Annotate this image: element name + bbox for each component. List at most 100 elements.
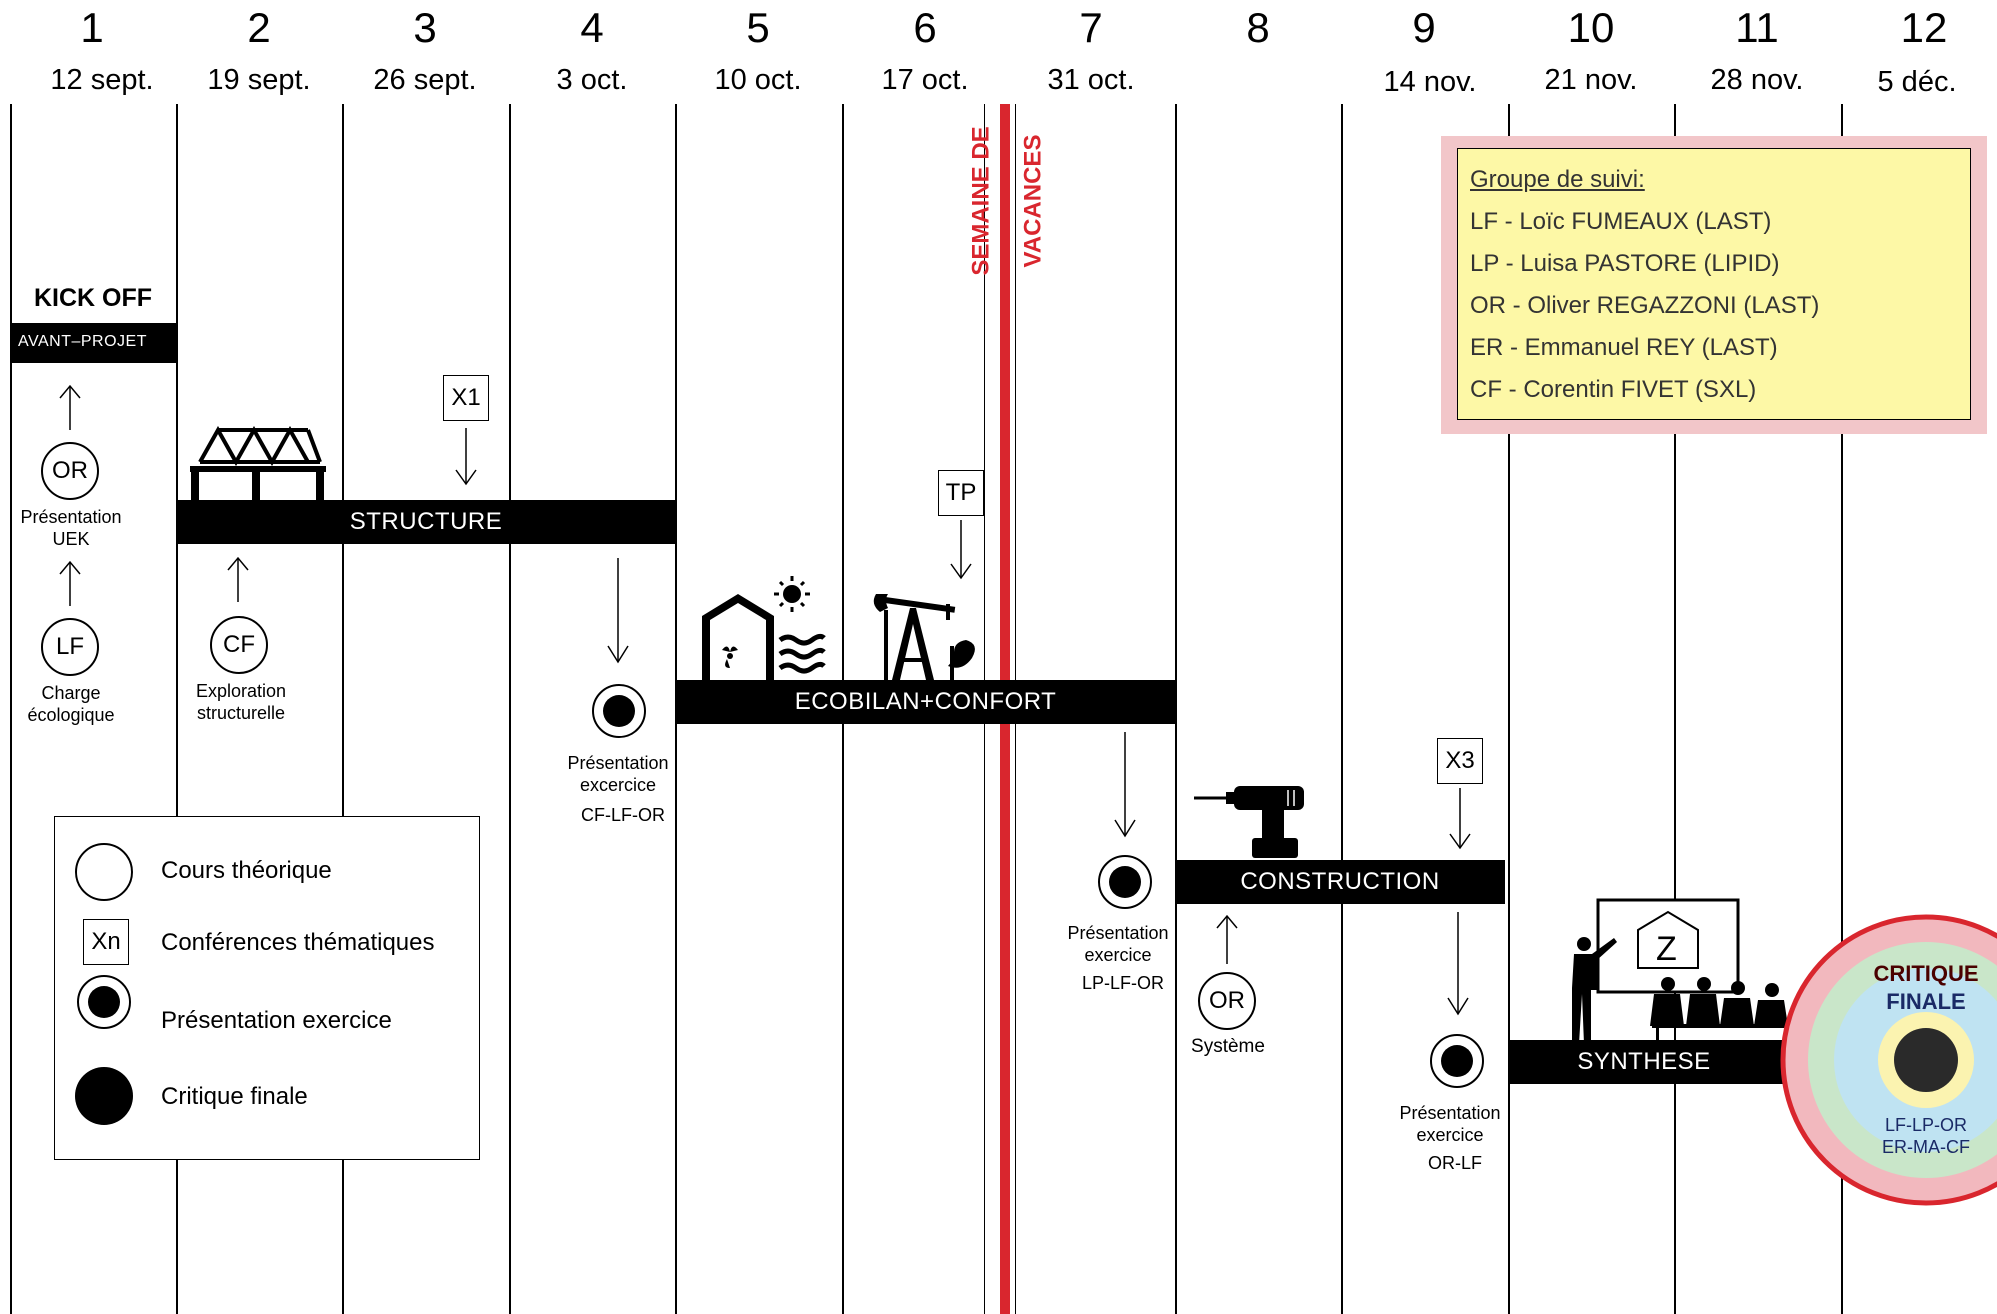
- suivi-member: LP - Luisa PASTORE (LIPID): [1470, 250, 1780, 277]
- down-arrow-icon: [950, 520, 972, 580]
- suivi-panel: Groupe de suivi: LF - Loïc FUMEAUX (LAST…: [1457, 148, 1971, 420]
- week-date: 19 sept.: [207, 64, 311, 96]
- column-line: [10, 104, 12, 1314]
- week-number: 11: [1735, 4, 1779, 51]
- down-arrow-icon: [455, 428, 477, 486]
- svg-text:Z: Z: [1656, 930, 1677, 968]
- week-date: 17 oct.: [881, 64, 969, 96]
- presentation-participants: LP-LF-OR: [1081, 973, 1164, 993]
- critique-participants-line2: ER-MA-CF: [1882, 1137, 1970, 1157]
- column-line: [342, 104, 344, 1314]
- legend-xn-box: Xn: [83, 919, 129, 965]
- critique-participants: LF-LP-OR ER-MA-CF: [1840, 1114, 1997, 1158]
- up-arrow-icon: [1216, 914, 1238, 964]
- structure-bar: STRUCTURE: [176, 500, 676, 544]
- column-line: [176, 104, 178, 1314]
- legend: Cours théorique Xn Conférences thématiqu…: [54, 816, 480, 1160]
- legend-cours-icon: [75, 843, 133, 901]
- conference-box-x1: X1: [443, 375, 489, 421]
- presentation-marker: [1098, 855, 1152, 909]
- critique-title-line2: FINALE: [1886, 989, 1966, 1014]
- charge-ecologique-label: Charge écologique: [27, 683, 115, 725]
- down-arrow-icon: [1449, 788, 1471, 850]
- drill-icon: [1194, 786, 1304, 858]
- week-number: 6: [913, 4, 937, 51]
- week-date: 21 nov.: [1544, 64, 1638, 96]
- week-number: 3: [413, 4, 437, 51]
- column-line: [1175, 104, 1177, 1314]
- exploration-label: Exploration structurelle: [195, 681, 287, 723]
- presentation-title: Présentation excercice: [567, 753, 669, 795]
- week-number: 5: [746, 4, 770, 51]
- presentation-title: Présentation exercice: [1399, 1103, 1501, 1145]
- synthese-bar: SYNTHESE: [1508, 1040, 1780, 1084]
- house-solar-icon: [702, 576, 826, 680]
- critique-finale-target: [1780, 914, 1997, 1206]
- legend-presentation-label: Présentation exercice: [161, 1007, 392, 1034]
- presentation-scene-icon: Z: [1572, 898, 1802, 1044]
- week-number: 2: [247, 4, 271, 51]
- up-arrow-icon: [59, 384, 81, 430]
- suivi-member: CF - Corentin FIVET (SXL): [1470, 376, 1757, 403]
- column-line: [1674, 104, 1676, 1314]
- legend-critique-icon: [75, 1067, 133, 1125]
- session-circle-cf: CF: [210, 616, 268, 674]
- systeme-label: Système: [1191, 1036, 1265, 1057]
- presentation-participants: CF-LF-OR: [581, 805, 665, 825]
- critique-title: CRITIQUE FINALE: [1840, 960, 1997, 1016]
- week-date: 3 oct.: [556, 64, 628, 96]
- presentation-title: Présentation exercice: [1067, 923, 1169, 965]
- column-line: [1508, 104, 1510, 1314]
- vacation-label-1: SEMAINE DE: [968, 125, 996, 276]
- up-arrow-icon: [59, 560, 81, 606]
- session-circle-or: OR: [1198, 972, 1256, 1030]
- presentation-marker: [1430, 1034, 1484, 1088]
- suivi-title: Groupe de suivi:: [1470, 166, 1645, 193]
- week-number: 12: [1900, 4, 1948, 51]
- down-arrow-icon: [1114, 732, 1136, 838]
- week-number: 9: [1412, 4, 1436, 51]
- suivi-member: ER - Emmanuel REY (LAST): [1470, 334, 1778, 361]
- week-date: 31 oct.: [1047, 64, 1135, 96]
- week-date: 14 nov.: [1383, 66, 1477, 98]
- legend-conferences-label: Conférences thématiques: [161, 929, 435, 956]
- column-line: [509, 104, 511, 1314]
- suivi-member: LF - Loïc FUMEAUX (LAST): [1470, 208, 1772, 235]
- conference-box-x3: X3: [1437, 738, 1483, 784]
- week-date: 26 sept.: [373, 64, 477, 96]
- construction-bar: CONSTRUCTION: [1175, 860, 1505, 904]
- week-number: 1: [80, 4, 104, 51]
- presentation-marker: [592, 684, 646, 738]
- column-line: [675, 104, 677, 1314]
- presentation-participants: OR-LF: [1428, 1153, 1482, 1173]
- truss-icon: [190, 426, 326, 502]
- column-line: [1841, 104, 1843, 1314]
- week-date: 12 sept.: [50, 64, 154, 96]
- legend-critique-label: Critique finale: [161, 1083, 308, 1110]
- suivi-member: OR - Oliver REGAZZONI (LAST): [1470, 292, 1820, 319]
- week-date: 5 déc.: [1877, 66, 1957, 98]
- week-number: 7: [1079, 4, 1103, 51]
- kickoff-title: KICK OFF: [33, 284, 153, 312]
- week-number: 4: [580, 4, 604, 51]
- critique-participants-line1: LF-LP-OR: [1884, 1115, 1967, 1135]
- down-arrow-icon: [607, 558, 629, 664]
- week-number: 8: [1246, 4, 1270, 51]
- week-date: 10 oct.: [714, 64, 802, 96]
- vacation-label-2: VACANCES: [1019, 134, 1046, 267]
- legend-cours-label: Cours théorique: [161, 857, 332, 884]
- week-date: 28 nov.: [1710, 64, 1804, 96]
- conference-box-tp: TP: [938, 470, 984, 516]
- week-number: 10: [1567, 4, 1615, 51]
- ecobilan-bar: ECOBILAN+CONFORT: [676, 680, 1175, 724]
- up-arrow-icon: [227, 556, 249, 602]
- down-arrow-icon: [1447, 912, 1469, 1016]
- legend-presentation-icon: [77, 975, 131, 1029]
- column-line: [1341, 104, 1343, 1314]
- critique-title-line1: CRITIQUE: [1873, 961, 1979, 986]
- presentation-uek-label: Présentation UEK: [20, 507, 122, 549]
- session-circle-or: OR: [41, 442, 99, 500]
- session-circle-lf: LF: [41, 618, 99, 676]
- pumpjack-icon: [873, 594, 975, 680]
- avant-projet-bar: AVANT–PROJET: [10, 323, 176, 363]
